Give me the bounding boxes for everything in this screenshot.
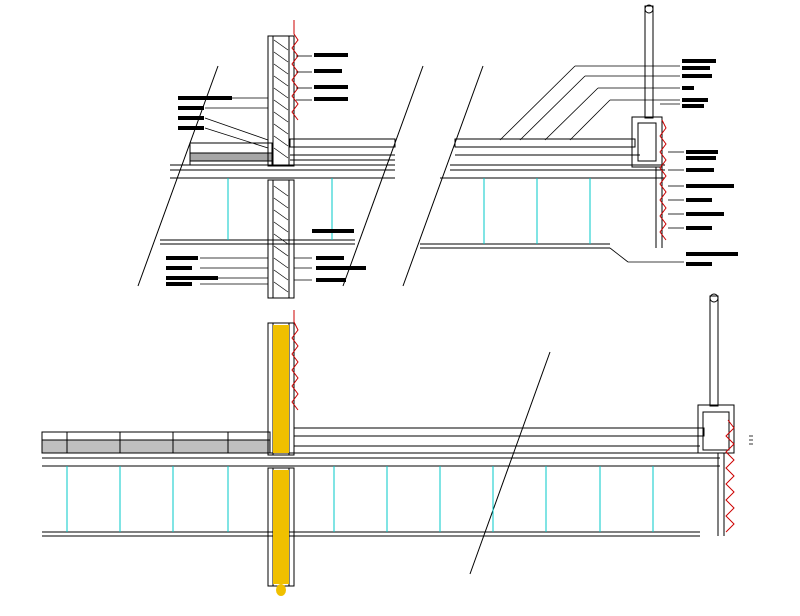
upper-left-wall-junction-detail — [137, 35, 424, 299]
upper-left-wall-hatch — [273, 39, 289, 293]
upper-right-label-blocks — [682, 59, 738, 266]
lower-wall-insulation — [273, 325, 289, 596]
upper-left-flashing — [291, 20, 299, 121]
upper-right-flashing — [659, 119, 667, 241]
upper-right-studs — [483, 178, 591, 244]
lower-deck-joists — [66, 432, 229, 453]
upper-right-parapet-detail — [402, 4, 665, 287]
upper-right-leader-labels — [499, 65, 684, 263]
lower-studs — [66, 466, 654, 532]
lower-full-section-detail — [41, 293, 735, 587]
lower-scale-marker — [749, 435, 753, 445]
upper-left-label-blocks — [166, 53, 366, 286]
upper-left-leader-labels — [200, 55, 312, 285]
lower-flashing — [291, 310, 735, 533]
